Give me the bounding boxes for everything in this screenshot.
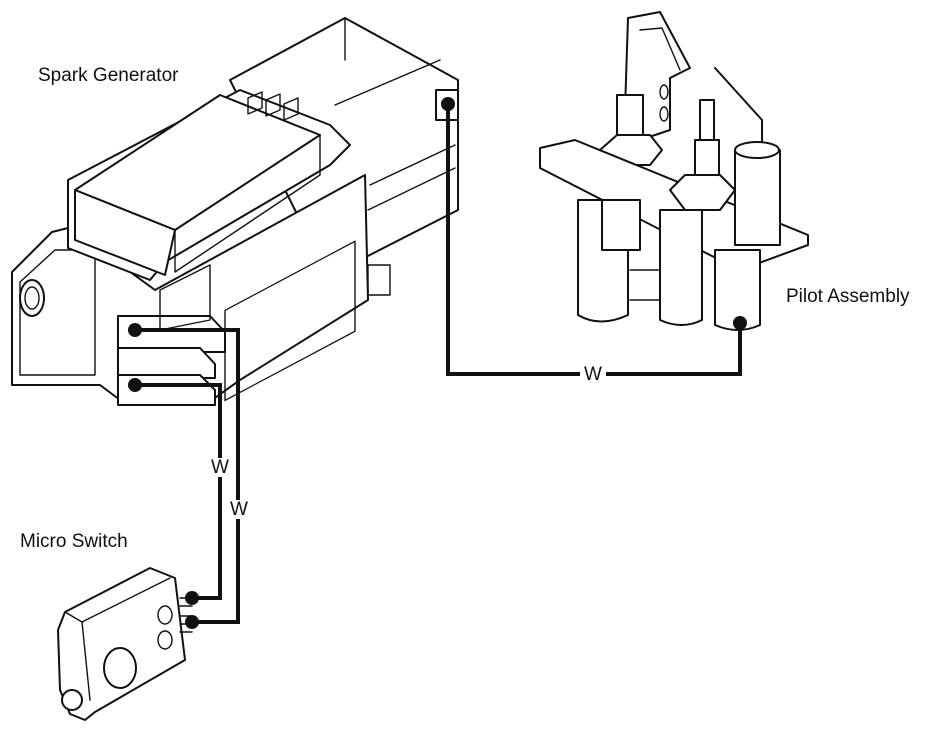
pilot-wire-label: W [580,365,606,384]
pilot-assembly-label: Pilot Assembly [786,286,910,307]
pilot-assembly-dot [733,316,747,330]
switch-terminal-dot-2 [185,615,199,629]
generator-terminal-dot-2 [128,378,142,392]
switch-button [103,647,137,689]
wires [128,97,747,629]
switch-terminal-dot-1 [185,591,199,605]
pilot-assembly [539,11,809,331]
spark-generator [11,17,459,406]
mounting-hole [19,279,45,317]
switch-wire-b-label: W [226,500,252,519]
generator-terminal-dot-1 [128,323,142,337]
pilot-terminal-dot [441,97,455,111]
switch-wire-a-label: W [207,458,233,477]
switch-wire-a [135,328,240,624]
switch-wire-b [135,383,222,600]
micro-switch-label: Micro Switch [20,531,128,552]
spark-generator-label: Spark Generator [38,65,179,86]
micro-switch [57,567,193,721]
